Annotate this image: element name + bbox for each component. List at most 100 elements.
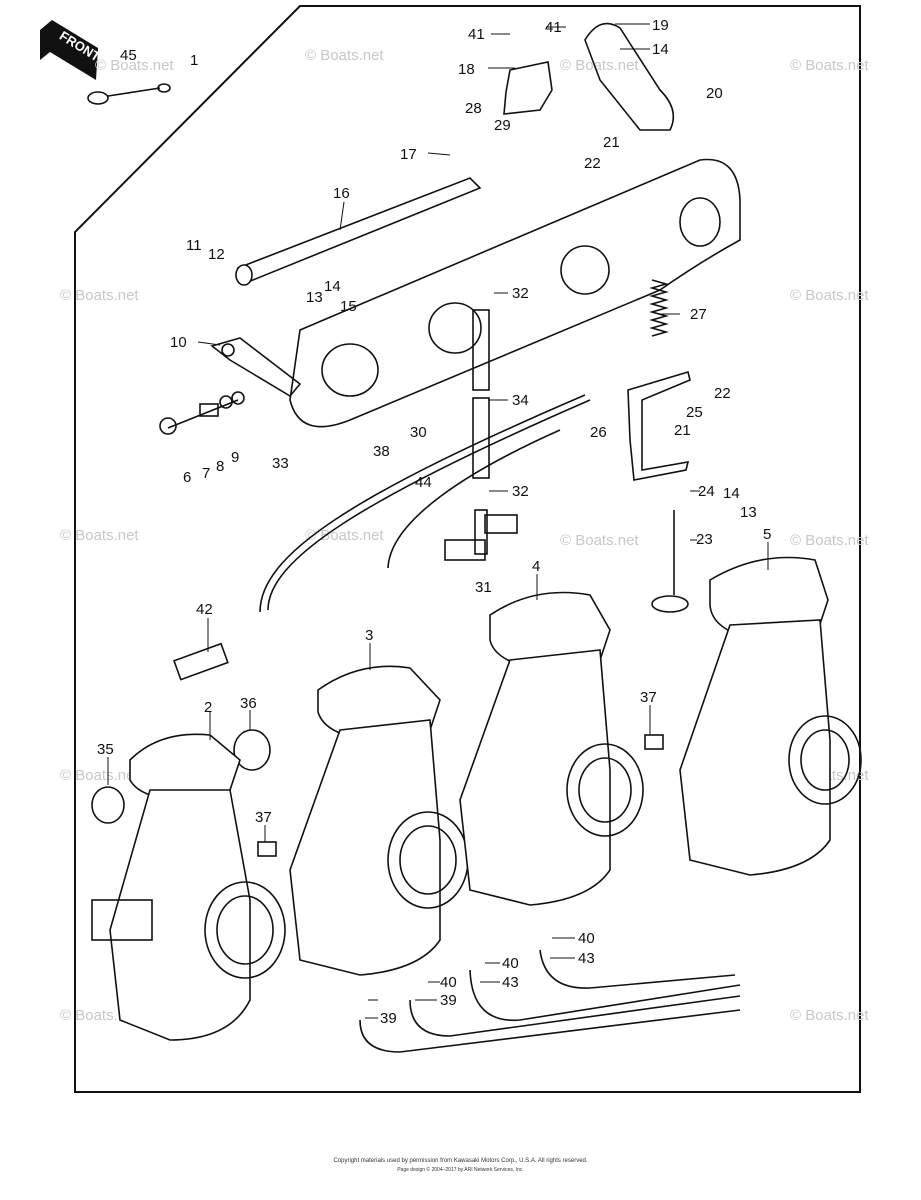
- carburetor: [459, 591, 644, 906]
- watermark: © Boats.net: [790, 57, 869, 74]
- part-spring: [649, 279, 669, 337]
- callout: 4: [532, 558, 540, 575]
- callout: 2: [204, 699, 212, 716]
- copyright-line: Copyright materials used by permission f…: [333, 1158, 588, 1164]
- callout: 39: [440, 992, 457, 1009]
- callout: 39: [380, 1010, 397, 1027]
- part-seal: [233, 729, 271, 771]
- callout: 1: [190, 52, 198, 69]
- part-key: [87, 83, 171, 105]
- watermark: © Boats.net: [790, 287, 869, 304]
- callout: 27: [690, 306, 707, 323]
- part-hose: [387, 429, 561, 569]
- watermark: © Boats.net: [60, 527, 139, 544]
- part-sleeve: [257, 841, 277, 857]
- part-bracket: [503, 61, 553, 115]
- watermark: © Boats.net: [60, 287, 139, 304]
- callout: 40: [440, 974, 457, 991]
- callout: 21: [603, 134, 620, 151]
- part-throttle-plate: [584, 22, 675, 131]
- callout: 37: [255, 809, 272, 826]
- part-fitting: [444, 509, 518, 561]
- part-shaft: [235, 177, 482, 286]
- callout: 11: [186, 237, 202, 254]
- callout: 38: [373, 443, 390, 460]
- callout: 41: [545, 19, 562, 36]
- part-cable-bracket: [627, 370, 691, 481]
- callout: 5: [763, 526, 771, 543]
- callout-labels: 45 1 41 41 19 14 18 20 28 29 21 22 17 16…: [97, 17, 771, 1027]
- part-lever: [210, 337, 302, 398]
- callout: 9: [231, 449, 239, 466]
- callout: 32: [512, 285, 529, 302]
- part-hose: [267, 399, 591, 611]
- callout: 26: [590, 424, 607, 441]
- callout: 44: [415, 474, 432, 491]
- part-needle: [651, 510, 689, 613]
- callout: 41: [468, 26, 485, 43]
- part-mounting-plate: [289, 158, 741, 428]
- callout: 45: [120, 47, 137, 64]
- callout: 6: [183, 469, 191, 486]
- front-badge: FRONT: [40, 20, 103, 80]
- callout: 34: [512, 392, 529, 409]
- watermark: © Boats.net: [560, 57, 639, 74]
- part-sleeve: [644, 734, 664, 750]
- callout: 14: [723, 485, 740, 502]
- carburetor: [289, 665, 469, 976]
- watermark: © Boats.net: [305, 527, 384, 544]
- callout: 25: [686, 404, 703, 421]
- callout: 29: [494, 117, 511, 134]
- callout: 23: [696, 531, 713, 548]
- carburetor: [91, 733, 286, 1041]
- carburetor: [679, 556, 862, 876]
- watermark: © Boats.net: [95, 57, 174, 74]
- callout: 8: [216, 458, 224, 475]
- vent-hoses: [359, 949, 741, 1053]
- callout: 15: [340, 298, 357, 315]
- callout: 33: [272, 455, 289, 472]
- callout: 12: [208, 246, 225, 263]
- callout: 10: [170, 334, 187, 351]
- callout: 14: [324, 278, 341, 295]
- watermark: © Boats.net: [790, 1007, 869, 1024]
- callout: 19: [652, 17, 669, 34]
- part-idle-screw: [159, 391, 245, 435]
- part-pipe: [173, 642, 229, 681]
- callout: 22: [714, 385, 731, 402]
- leader-lines: [107, 23, 769, 1019]
- callout: 40: [578, 930, 595, 947]
- callout: 17: [400, 146, 417, 163]
- callout: 18: [458, 61, 475, 78]
- callout: 14: [652, 41, 669, 58]
- watermark: © Boats.net: [305, 47, 384, 64]
- callout: 13: [740, 504, 757, 521]
- callout: 43: [502, 974, 519, 991]
- callout: 36: [240, 695, 257, 712]
- callout: 20: [706, 85, 723, 102]
- callout: 35: [97, 741, 114, 758]
- part-cap: [91, 786, 125, 824]
- callout: 40: [502, 955, 519, 972]
- callout: 24: [698, 483, 715, 500]
- callout: 43: [578, 950, 595, 967]
- callout: 32: [512, 483, 529, 500]
- watermark: © Boats.net: [790, 532, 869, 549]
- watermark: © Boats.net: [60, 767, 139, 784]
- callout: 16: [333, 185, 350, 202]
- callout: 30: [410, 424, 427, 441]
- callout: 7: [202, 465, 210, 482]
- callout: 21: [674, 422, 691, 439]
- copyright-line: Page design © 2004–2017 by ARI Network S…: [397, 1167, 524, 1173]
- diagram-frame: [74, 5, 861, 1093]
- callout: 42: [196, 601, 213, 618]
- callout: 13: [306, 289, 323, 306]
- part-hose: [259, 394, 586, 613]
- callout: 37: [640, 689, 657, 706]
- callout: 31: [475, 579, 492, 596]
- watermark: © Boats.net: [560, 532, 639, 549]
- parts-artwork: [87, 22, 862, 1053]
- callout: 28: [465, 100, 482, 117]
- callout: 22: [584, 155, 601, 172]
